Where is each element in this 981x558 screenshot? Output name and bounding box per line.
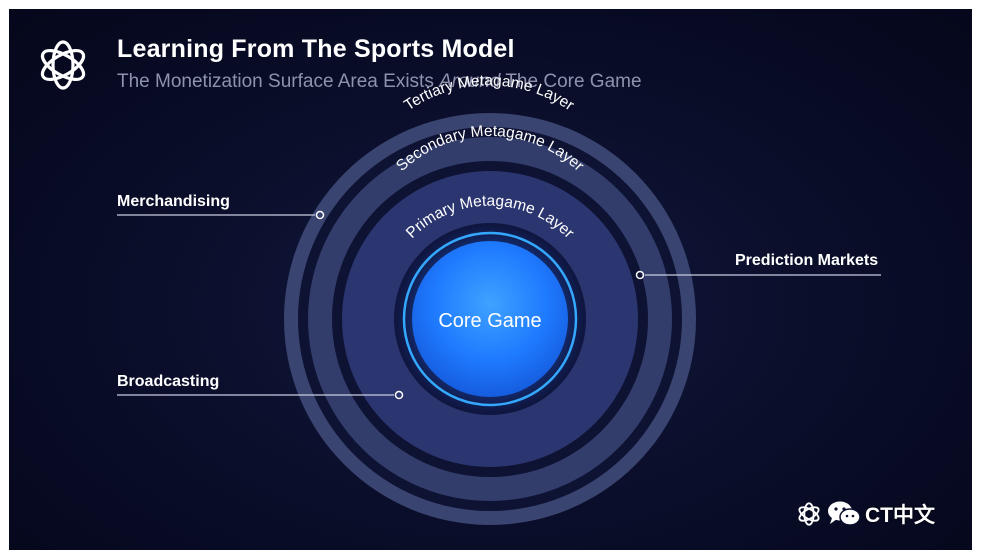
page-title: Learning From The Sports Model: [117, 35, 515, 63]
flower-knot-logo-icon: [40, 40, 86, 90]
merchandising-label: Merchandising: [117, 193, 230, 210]
callout-broadcasting: [117, 390, 404, 400]
callout-merchandising: [117, 210, 325, 220]
layer-diagram: Core Game Tertiary Metagame Layer Second…: [117, 72, 881, 525]
slide: Learning From The Sports Model The Monet…: [9, 9, 972, 550]
page-subtitle: The Monetization Surface Area Exists Aro…: [117, 71, 642, 93]
prediction-markets-label: Prediction Markets: [735, 252, 879, 269]
broadcasting-label: Broadcasting: [117, 373, 220, 390]
tertiary-layer-label: Tertiary Metagame Layer: [401, 72, 577, 114]
watermark-text: CT中文: [865, 504, 935, 527]
watermark: CT中文: [795, 499, 935, 529]
core-game-circle: [412, 241, 568, 397]
subtitle-text-before: The Monetization Surface Area Exists: [117, 71, 440, 92]
subtitle-emphasis: Around: [439, 71, 501, 92]
callout-prediction-markets: [635, 270, 881, 280]
flower-knot-watermark-icon: [798, 502, 820, 526]
core-game-ring: [402, 231, 578, 407]
core-game-label: Core Game: [438, 310, 541, 332]
wechat-icon: [828, 501, 861, 526]
tertiary-layer-label-text: Tertiary Metagame Layer: [401, 72, 577, 114]
subtitle-text-after: The Core Game: [500, 71, 642, 92]
